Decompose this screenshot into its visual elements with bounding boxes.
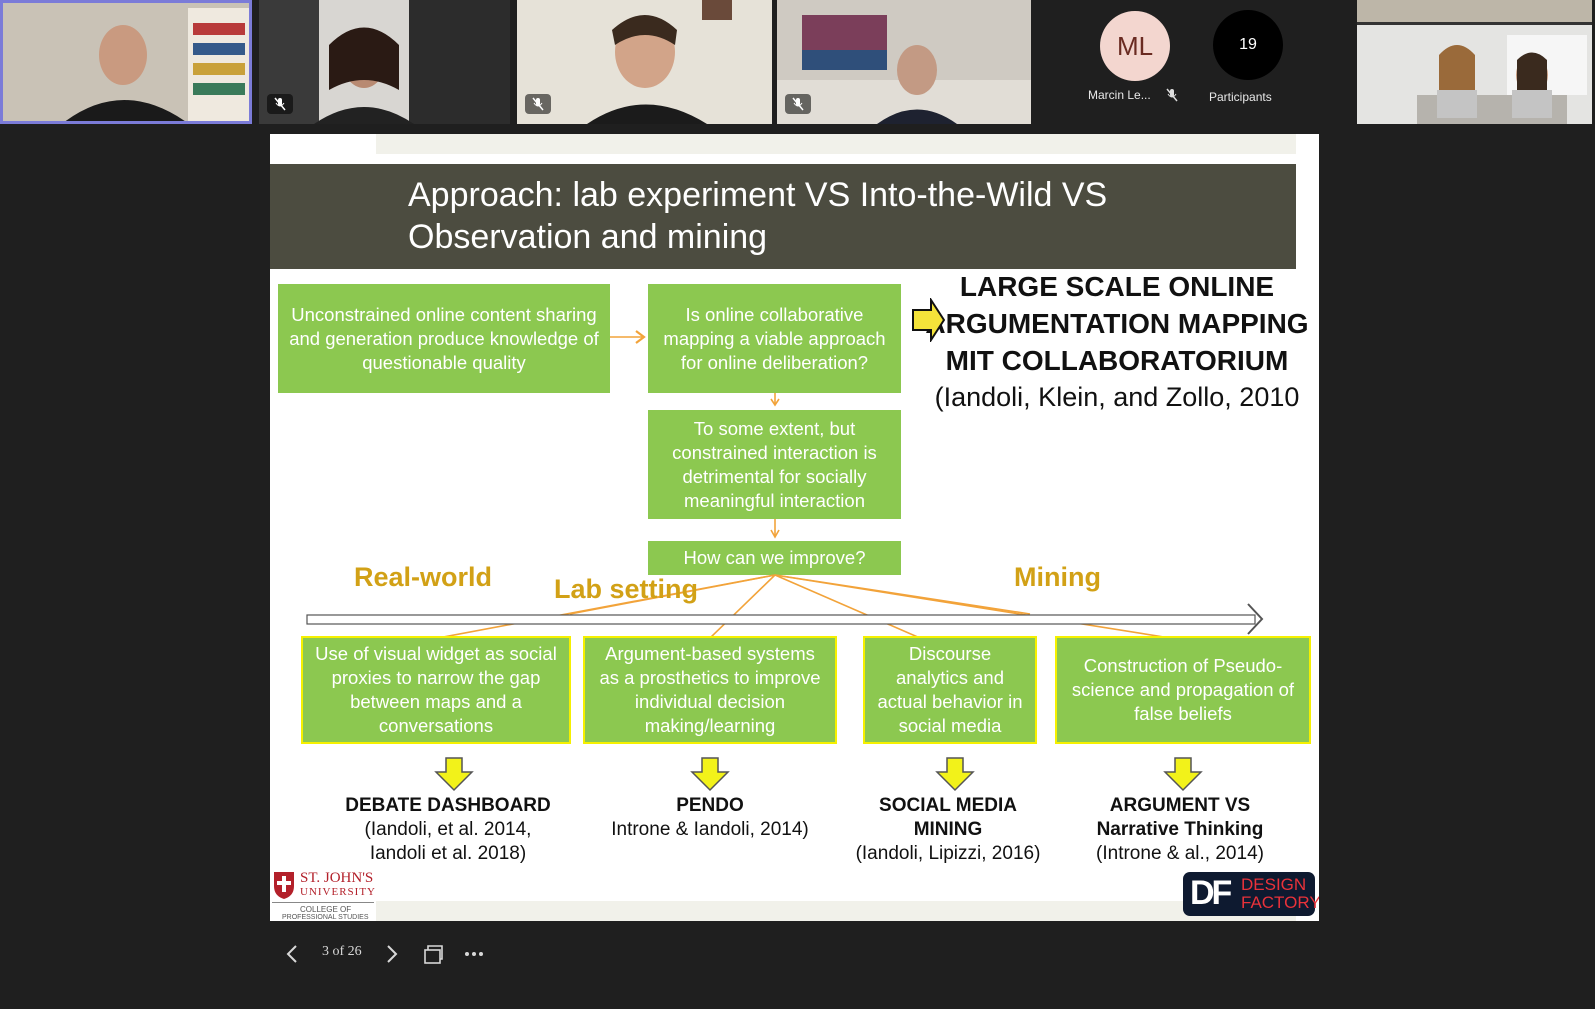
participant-3-video-image <box>517 0 772 124</box>
down-arrow-icon <box>935 757 975 792</box>
box-to-some-extent: To some extent, but constrained interact… <box>648 410 901 519</box>
outcome-title: PENDO <box>676 795 744 816</box>
avatar-initials: ML <box>1116 30 1154 61</box>
down-arrow-icon <box>1163 757 1203 792</box>
slide-connectors <box>306 330 1264 639</box>
outcome-pendo: PENDO Introne & Iandoli, 2014) <box>582 794 838 842</box>
shared-slide: Approach: lab experiment VS Into-the-Wil… <box>270 134 1319 921</box>
pointer-cursor-icon <box>912 298 945 342</box>
label-mining: Mining <box>1014 562 1101 592</box>
avatar-name: Marcin Le... <box>1088 88 1151 102</box>
speaker-video-image <box>3 3 249 121</box>
participant-avatar-tile[interactable]: ML Marcin Le... <box>1085 8 1185 108</box>
muted-mic-icon <box>1165 88 1179 107</box>
st-johns-line-4: PROFESSIONAL STUDIES <box>282 914 369 921</box>
st-johns-line-2: UNIVERSITY <box>300 886 376 898</box>
outcome-line-2: (Introne & al., 2014) <box>1096 843 1264 864</box>
st-johns-crest-icon <box>274 872 294 899</box>
st-johns-line-1: ST. JOHN'S <box>300 870 374 886</box>
box-online-collaborative-mapping: Is online collaborative mapping a viable… <box>648 284 901 393</box>
avatar: ML <box>1100 11 1170 81</box>
outcome-line-2: Iandoli et al. 2018) <box>369 843 527 864</box>
slide-title-line-2: Observation and mining <box>408 218 768 256</box>
video-tile-participant-3[interactable] <box>517 0 772 124</box>
previous-slide-button[interactable] <box>282 942 302 966</box>
video-tile-room[interactable] <box>1357 0 1592 124</box>
down-arrow-icon <box>690 757 730 792</box>
box-discourse-analytics: Discourse analytics and actual behavior … <box>863 636 1037 744</box>
more-options-button[interactable] <box>462 942 486 966</box>
box-visual-widget: Use of visual widget as social proxies t… <box>301 636 571 744</box>
box-argument-based-systems: Argument-based systems as a prosthetics … <box>583 636 837 744</box>
video-tile-speaker[interactable] <box>0 0 252 124</box>
next-slide-button[interactable] <box>382 942 402 966</box>
outcome-social-media-mining: SOCIAL MEDIA MINING (Iandoli, Lipizzi, 2… <box>828 794 1068 866</box>
design-factory-line-2: FACTORY <box>1241 893 1319 912</box>
outcome-line-1: (Iandoli, et al. 2014, <box>364 819 532 840</box>
st-johns-divider <box>272 902 374 903</box>
slides-overview-icon <box>424 945 443 964</box>
participant-2-video-image <box>259 0 510 124</box>
slide-title-bar <box>270 164 1296 269</box>
st-johns-line-3: COLLEGE OF <box>300 905 352 914</box>
right-heading-citation: (Iandoli, Klein, and Zollo, 2010 <box>934 382 1300 412</box>
chevron-left-icon <box>286 945 297 963</box>
design-factory-logo: DF DESIGN FACTORY <box>1183 872 1319 916</box>
room-video-image <box>1357 0 1592 124</box>
label-real-world: Real-world <box>354 562 493 592</box>
muted-mic-icon <box>267 94 293 114</box>
box-pseudo-science: Construction of Pseudo-science and propa… <box>1055 636 1311 744</box>
video-tile-participant-2[interactable] <box>259 0 510 124</box>
participants-count: 19 <box>1239 36 1257 53</box>
slide-view-button[interactable] <box>422 942 444 966</box>
muted-mic-icon <box>785 94 811 114</box>
outcome-debate-dashboard: DEBATE DASHBOARD (Iandoli, et al. 2014, … <box>328 794 568 866</box>
outcome-title: SOCIAL MEDIA <box>879 795 1017 816</box>
right-heading-line-3: MIT COLLABORATORIUM <box>945 345 1289 376</box>
participant-4-video-image <box>777 0 1031 124</box>
chevron-right-icon <box>387 945 398 963</box>
outcome-title: DEBATE DASHBOARD <box>345 795 551 816</box>
participants-count-badge: 19 <box>1213 10 1283 80</box>
st-johns-logo: ST. JOHN'S UNIVERSITY COLLEGE OF PROFESS… <box>270 866 376 921</box>
participants-button[interactable]: 19 Participants <box>1205 8 1295 108</box>
outcome-line-2: (Iandoli, Lipizzi, 2016) <box>855 843 1041 864</box>
right-heading: LARGE SCALE ONLINE ARGUMENTATION MAPPING… <box>902 268 1319 415</box>
design-factory-mark: DF <box>1190 874 1232 912</box>
participants-label: Participants <box>1209 90 1272 104</box>
outcome-line-1: Narrative Thinking <box>1096 819 1264 840</box>
more-dots-icon <box>465 952 483 956</box>
outcome-line-1: Introne & Iandoli, 2014) <box>611 819 809 840</box>
slide-bottom-band <box>376 901 1296 921</box>
box-how-can-we-improve: How can we improve? <box>648 541 901 575</box>
outcome-line-1: MINING <box>913 819 983 840</box>
outcome-title: ARGUMENT VS <box>1109 795 1251 816</box>
design-factory-line-1: DESIGN <box>1241 875 1307 894</box>
page-indicator: 3 of 26 <box>322 944 362 959</box>
muted-mic-icon <box>525 94 551 114</box>
slide-title-line-1: Approach: lab experiment VS Into-the-Wil… <box>408 176 1108 214</box>
outcome-argument-vs-narrative: ARGUMENT VS Narrative Thinking (Introne … <box>1065 794 1295 866</box>
down-arrow-icon <box>434 757 474 792</box>
box-unconstrained-content: Unconstrained online content sharing and… <box>278 284 610 393</box>
slide-top-band <box>376 134 1296 154</box>
slide-title: Approach: lab experiment VS Into-the-Wil… <box>408 174 1288 258</box>
label-lab-setting: Lab setting <box>554 574 699 604</box>
right-heading-line-2: ARGUMENTATION MAPPING <box>925 308 1309 339</box>
right-heading-line-1: LARGE SCALE ONLINE <box>959 271 1275 302</box>
video-tile-participant-4[interactable] <box>777 0 1031 124</box>
